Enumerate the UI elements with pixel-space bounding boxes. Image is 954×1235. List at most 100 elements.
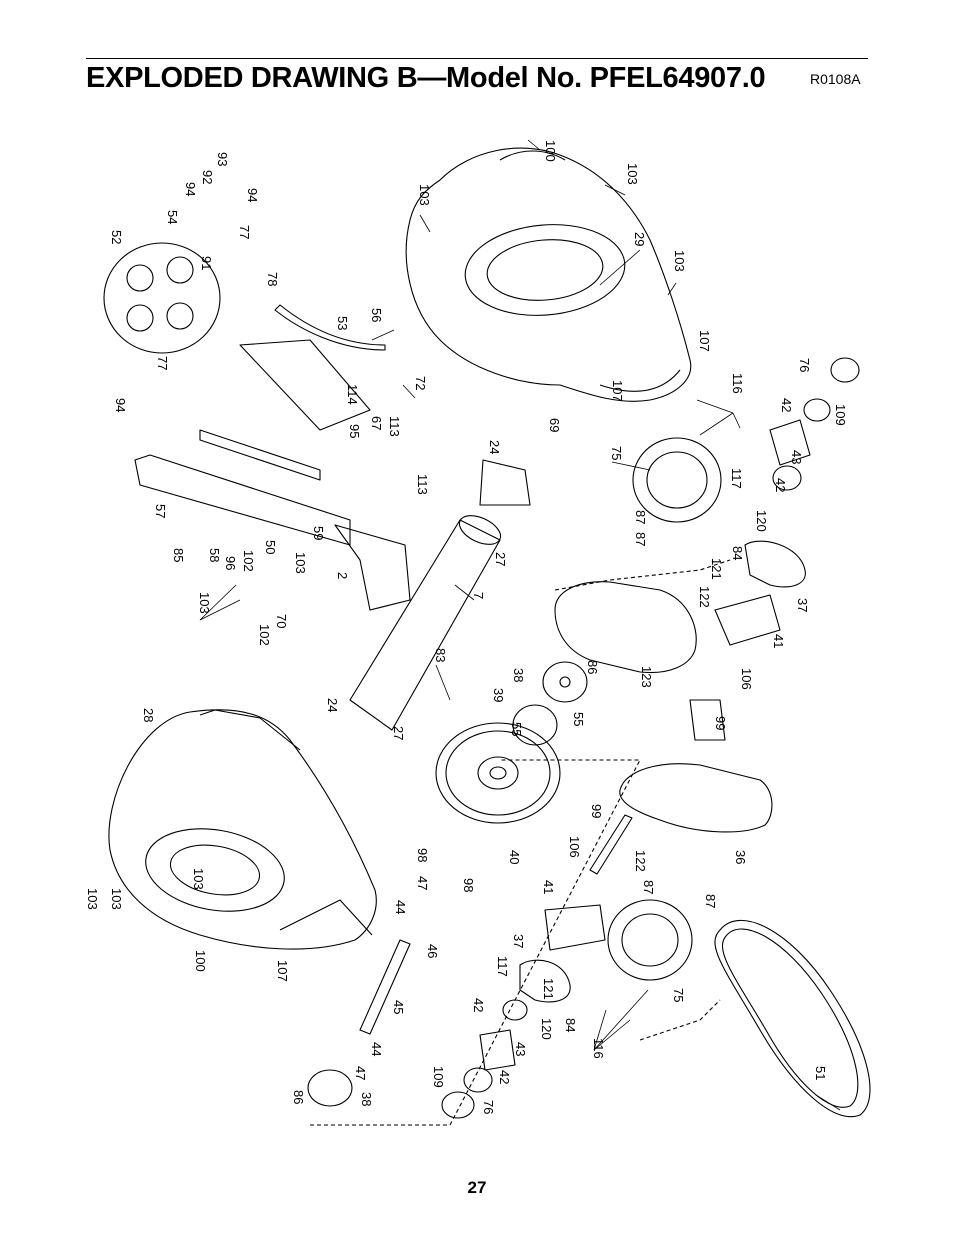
drive-belt-51	[714, 919, 871, 1118]
leader-lines	[199, 139, 841, 1111]
callout-41: 41	[771, 634, 786, 648]
callout-47: 47	[353, 1066, 368, 1080]
crank-37-bottom	[519, 959, 571, 1003]
callout-78: 78	[265, 272, 280, 286]
callout-46: 46	[425, 944, 440, 958]
callout-27: 27	[493, 552, 508, 566]
drawing-code: R0108A	[810, 71, 861, 87]
callout-87: 87	[641, 880, 656, 894]
alignment-line-top	[554, 559, 731, 591]
callout-98: 98	[415, 848, 430, 862]
callout-103: 103	[109, 888, 124, 910]
callout-56: 56	[369, 308, 384, 322]
callout-113: 113	[415, 474, 430, 495]
callout-84: 84	[730, 546, 745, 560]
callout-100: 100	[193, 950, 208, 972]
callout-52: 52	[109, 230, 124, 244]
mount-plate-123	[554, 581, 697, 674]
callout-120: 120	[539, 1018, 554, 1040]
callout-75: 75	[609, 446, 624, 460]
callout-54: 54	[165, 210, 180, 224]
callout-93: 93	[215, 152, 230, 166]
callout-94: 94	[113, 398, 128, 412]
callout-103: 103	[191, 868, 206, 890]
plate-38	[542, 661, 588, 703]
callout-103: 103	[197, 592, 212, 614]
callout-106: 106	[567, 836, 582, 858]
callout-106: 106	[739, 668, 754, 690]
callout-122: 122	[697, 586, 712, 608]
callout-27: 27	[391, 726, 406, 740]
group-boundary	[310, 759, 641, 1126]
shroud-right-29	[405, 147, 692, 402]
callout-83: 83	[433, 648, 448, 662]
callout-42: 42	[471, 998, 486, 1012]
callout-24: 24	[325, 698, 340, 712]
housing-plate-75-top	[632, 437, 722, 523]
callout-42: 42	[773, 478, 788, 492]
round-cover-52	[103, 242, 221, 354]
page-title: EXPLODED DRAWING B—Model No. PFEL64907.0	[86, 62, 766, 94]
callout-86: 86	[585, 660, 600, 674]
callout-53: 53	[335, 316, 350, 330]
callout-37: 37	[511, 934, 526, 948]
callout-87: 87	[633, 510, 648, 524]
callout-109: 109	[431, 1066, 446, 1088]
callout-117: 117	[729, 468, 744, 489]
callout-94: 94	[245, 188, 260, 202]
callout-55: 55	[509, 722, 524, 736]
callout-2: 2	[335, 572, 350, 579]
callout-103: 103	[417, 184, 432, 206]
callout-24: 24	[487, 440, 502, 454]
callout-96: 96	[223, 556, 238, 570]
crank-41-top	[714, 594, 781, 646]
callout-86: 86	[291, 1090, 306, 1104]
callout-42: 42	[779, 398, 794, 412]
callout-75: 75	[671, 988, 686, 1002]
callout-107: 107	[275, 960, 290, 982]
callout-117: 117	[495, 956, 510, 977]
crank-41-bottom	[544, 904, 606, 951]
callout-77: 77	[155, 356, 170, 370]
callout-103: 103	[293, 552, 308, 574]
callout-84: 84	[563, 1018, 578, 1032]
callout-94: 94	[183, 182, 198, 196]
callout-77: 77	[237, 225, 252, 239]
callout-99: 99	[589, 804, 604, 818]
callout-36: 36	[733, 850, 748, 864]
bearing-set-bottom	[441, 999, 528, 1119]
callout-95: 95	[347, 424, 362, 438]
bearing-set-top	[769, 357, 860, 491]
callout-113: 113	[387, 416, 402, 437]
callout-100: 100	[543, 140, 558, 162]
callout-102: 102	[257, 624, 272, 646]
callout-47: 47	[415, 876, 430, 890]
callout-70: 70	[274, 614, 289, 628]
header-rule	[86, 58, 868, 59]
housing-plate-75-bottom	[607, 899, 693, 981]
callout-116: 116	[730, 373, 745, 394]
callout-37: 37	[795, 598, 810, 612]
callout-72: 72	[413, 376, 428, 390]
mount-plate-36	[619, 763, 773, 833]
callout-85: 85	[171, 548, 186, 562]
callout-109: 109	[833, 404, 848, 426]
callout-28: 28	[141, 708, 156, 722]
callout-114: 114	[345, 384, 360, 405]
callout-59: 59	[311, 526, 326, 540]
callout-43: 43	[513, 1042, 528, 1056]
callout-103: 103	[625, 163, 640, 185]
flywheel-40	[435, 722, 561, 824]
shaft-99-top	[689, 699, 726, 741]
bracket-53	[274, 304, 386, 351]
callout-50: 50	[263, 540, 278, 554]
callout-7: 7	[471, 592, 486, 599]
callout-55: 55	[571, 712, 586, 726]
callout-103: 103	[672, 250, 687, 272]
callout-57: 57	[153, 504, 168, 518]
callout-99: 99	[713, 716, 728, 730]
callout-92: 92	[200, 170, 215, 184]
callout-38: 38	[511, 668, 526, 682]
callout-121: 121	[541, 978, 556, 1000]
